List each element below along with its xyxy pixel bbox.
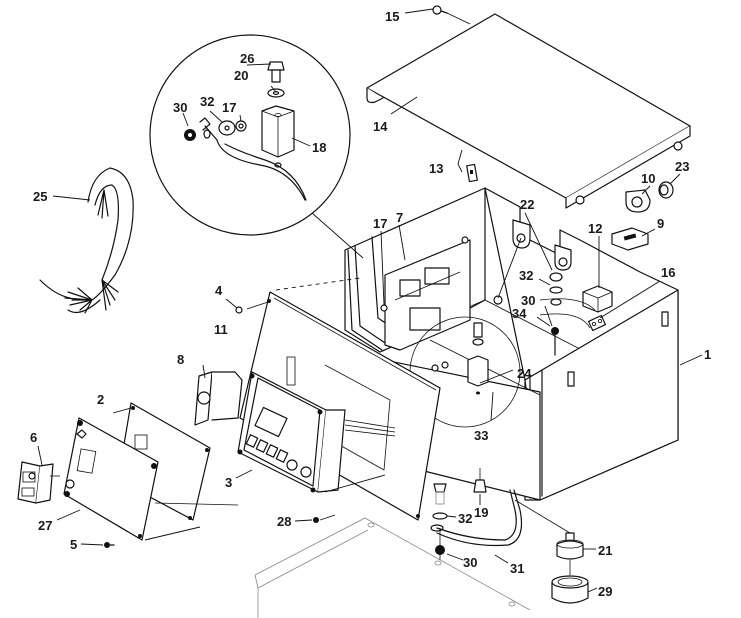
callout-25: 25	[33, 189, 47, 204]
callout-6: 6	[30, 430, 37, 445]
base-plate	[254, 517, 531, 618]
callout-10: 10	[641, 171, 655, 186]
screw-15	[432, 5, 471, 25]
screw-28	[313, 514, 336, 523]
callout-16: 16	[661, 265, 675, 280]
grommet-bracket	[625, 189, 651, 213]
screw-5	[104, 542, 115, 548]
callout-27: 27	[38, 518, 52, 533]
callout-31: 31	[510, 561, 524, 576]
callout-11: 11	[214, 322, 228, 337]
standoff-inner	[431, 322, 489, 395]
callout-18: 18	[312, 140, 326, 155]
callout-2: 2	[97, 392, 104, 407]
leader-lines	[37, 8, 703, 593]
callout-5: 5	[70, 537, 77, 552]
callout-labels: 1 2 3 4 5 6 7 8 9 10 11 12 13 14 15 16 1…	[30, 9, 711, 599]
fitting-19	[473, 468, 487, 493]
callout-17-detail: 17	[222, 100, 236, 115]
face-plate	[63, 417, 201, 541]
callout-26: 26	[240, 51, 254, 66]
callout-12: 12	[588, 221, 602, 236]
callout-29: 29	[598, 584, 612, 599]
cover	[366, 13, 691, 209]
callout-19: 19	[474, 505, 488, 520]
callout-9: 9	[657, 216, 664, 231]
callout-30-lower: 30	[463, 555, 477, 570]
control-display-module	[237, 371, 396, 493]
wiring-harness	[39, 167, 134, 314]
callout-30-detail: 30	[173, 100, 187, 115]
callout-8: 8	[177, 352, 184, 367]
rocker-switch	[17, 461, 60, 504]
hardware-stack-right	[539, 272, 596, 356]
callout-30-box: 30	[521, 293, 535, 308]
callout-28: 28	[277, 514, 291, 529]
spacer	[551, 575, 589, 604]
detail-callout-circle	[149, 34, 521, 428]
terminal-block	[587, 314, 607, 332]
callout-33: 33	[474, 428, 488, 443]
ground-stack-lower	[430, 483, 448, 560]
receptacle	[194, 371, 243, 426]
callout-32-detail: 32	[200, 94, 214, 109]
circuit-board	[380, 236, 471, 351]
callout-1: 1	[704, 347, 711, 362]
callout-23: 23	[675, 159, 689, 174]
callout-17-main: 17	[373, 216, 387, 231]
callout-15: 15	[385, 9, 399, 24]
callout-13: 13	[429, 161, 443, 176]
grommet	[658, 181, 674, 199]
callout-3: 3	[225, 475, 232, 490]
bracket-22	[493, 219, 572, 305]
callout-7: 7	[396, 210, 403, 225]
callout-24: 24	[517, 366, 532, 381]
callout-32-lower: 32	[458, 511, 472, 526]
isolator-mount	[514, 499, 584, 575]
callout-22: 22	[520, 197, 534, 212]
callout-14: 14	[373, 119, 388, 134]
callout-21: 21	[598, 543, 612, 558]
ground-cable	[436, 489, 523, 547]
callout-32-box: 32	[519, 268, 533, 283]
callout-4: 4	[215, 283, 223, 298]
callout-34: 34	[512, 306, 527, 321]
relay	[582, 285, 613, 313]
hour-meter	[611, 227, 649, 251]
screw-4	[235, 306, 243, 314]
clip-13	[457, 149, 478, 183]
callout-20: 20	[234, 68, 248, 83]
